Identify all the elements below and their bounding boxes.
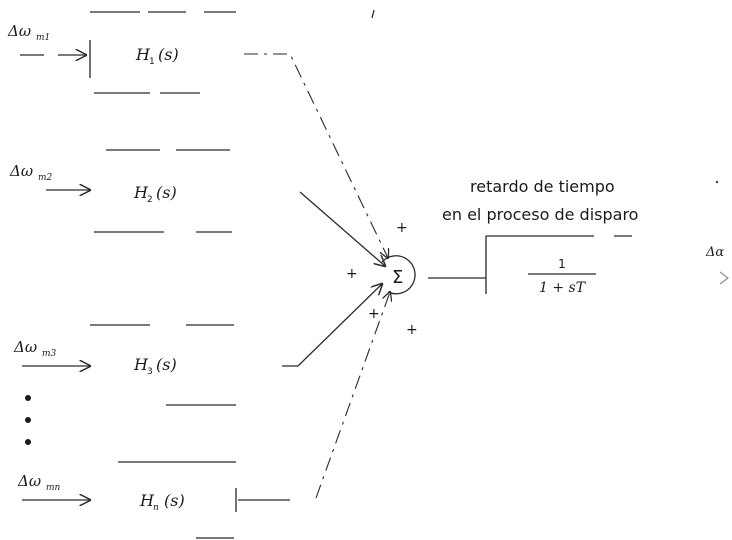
- sign-plus-4: +: [406, 322, 418, 338]
- input-4: Δω mn: [17, 472, 90, 500]
- output-label: Δα: [705, 245, 724, 260]
- input-label-1: Δω: [7, 22, 31, 40]
- block-h1: [89, 11, 236, 94]
- svg-text:(s): (s): [158, 45, 179, 64]
- delay-caption-line2: en el proceso de disparo: [442, 205, 638, 224]
- connections: [238, 53, 390, 501]
- delay-numerator: 1: [558, 257, 566, 271]
- ellipsis-dots: [25, 395, 31, 445]
- delay-denominator: 1 + sT: [539, 280, 587, 296]
- connection-h1: [244, 53, 388, 258]
- input-sub-3: m3: [42, 349, 57, 359]
- block-hn: [118, 461, 237, 539]
- input-sub-2: m2: [38, 173, 53, 183]
- sign-plus-2: +: [346, 266, 358, 282]
- connection-h2: [299, 191, 385, 266]
- input-label-4: Δω: [17, 472, 41, 490]
- svg-text:1: 1: [149, 57, 155, 67]
- input-1: Δω m1: [7, 22, 86, 55]
- scan-dot: [715, 180, 719, 184]
- sign-plus-3: +: [368, 306, 380, 322]
- input-2: Δω m2: [9, 162, 90, 190]
- block-label-h2: H 2 (s): [133, 183, 177, 205]
- block-label-h3: H 3 (s): [133, 355, 177, 377]
- input-label-2: Δω: [9, 162, 33, 180]
- svg-text:2: 2: [147, 195, 153, 205]
- sign-plus-1: +: [396, 220, 408, 236]
- block-h3: [90, 324, 236, 406]
- input-3: Δω m3: [13, 338, 90, 366]
- input-label-3: Δω: [13, 338, 37, 356]
- input-sub-1: m1: [36, 33, 50, 43]
- delay-caption-line1: retardo de tiempo: [470, 177, 615, 196]
- svg-text:H: H: [135, 45, 151, 64]
- summer-circle: [381, 255, 416, 295]
- svg-text:(s): (s): [156, 355, 177, 374]
- block-h2: [94, 149, 232, 233]
- scan-mark: [371, 9, 375, 19]
- svg-text:n: n: [153, 503, 159, 513]
- delay-caption: retardo de tiempo en el proceso de dispa…: [442, 177, 638, 224]
- output: Δα: [705, 245, 729, 285]
- summing-junction: Σ + + + +: [346, 220, 418, 338]
- input-sub-4: mn: [46, 483, 61, 493]
- block-label-h1: H 1 (s): [135, 45, 179, 67]
- summer-symbol: Σ: [392, 267, 403, 288]
- connection-h3: [282, 284, 382, 367]
- block-label-hn: H n (s): [139, 491, 185, 513]
- svg-text:3: 3: [147, 367, 153, 377]
- svg-text:(s): (s): [164, 491, 185, 510]
- svg-text:H: H: [139, 491, 155, 510]
- output-arrow-icon: [719, 271, 729, 285]
- svg-text:H: H: [133, 183, 149, 202]
- svg-text:H: H: [133, 355, 149, 374]
- delay-block: 1 1 + sT: [485, 235, 632, 296]
- connection-hn: [315, 292, 390, 499]
- svg-text:(s): (s): [156, 183, 177, 202]
